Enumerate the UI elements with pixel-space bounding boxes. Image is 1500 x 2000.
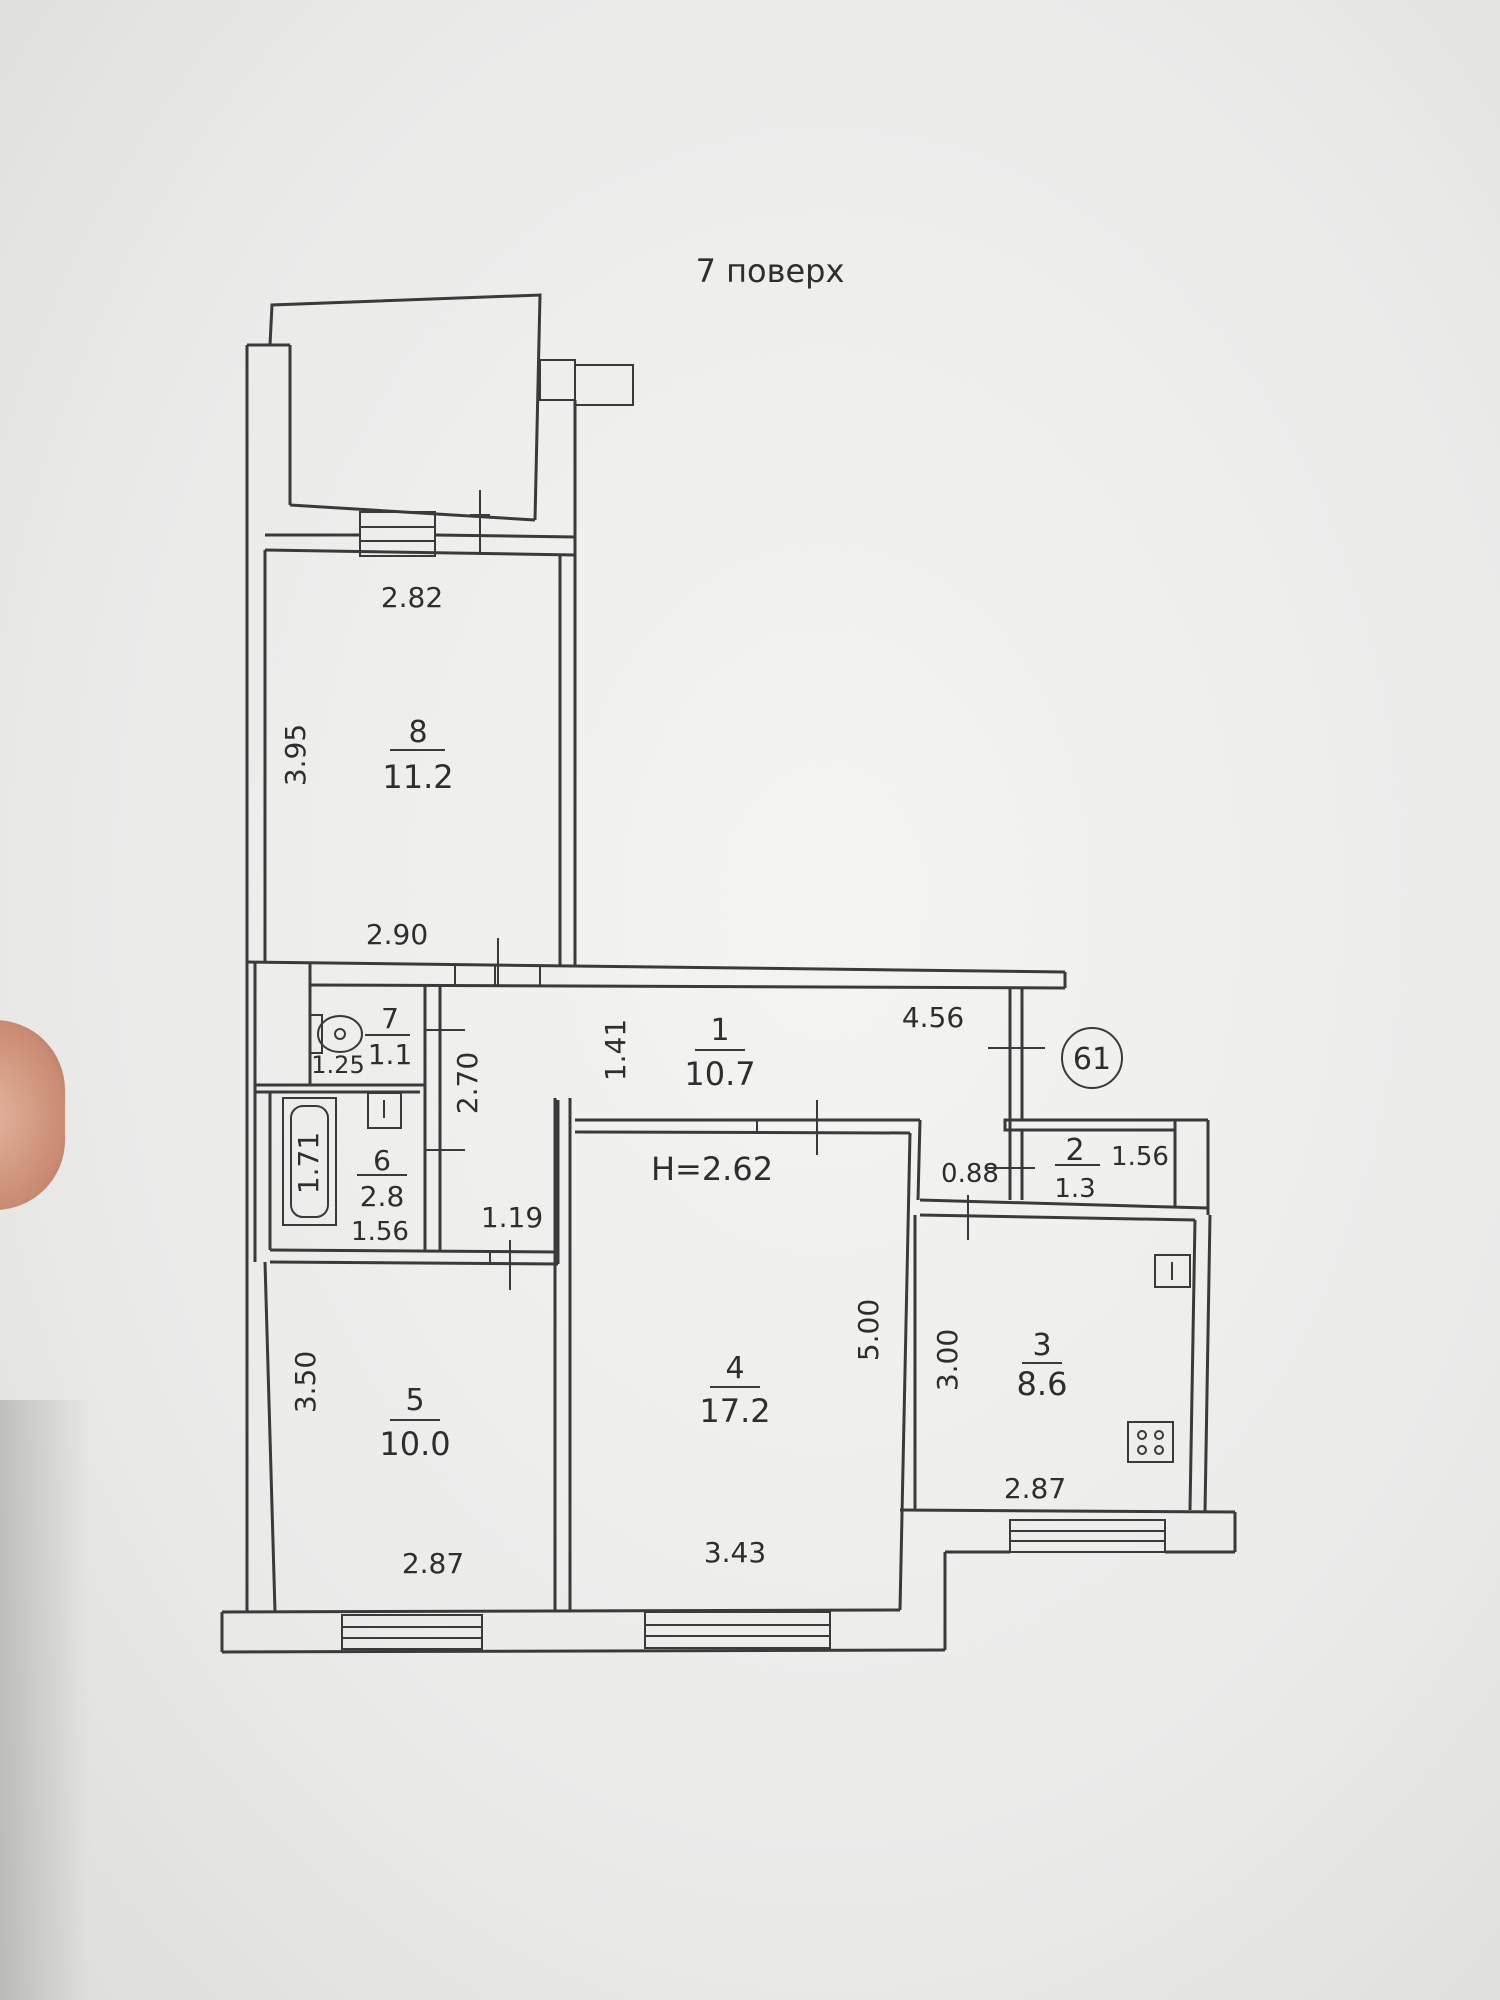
sink-icon <box>367 1092 402 1129</box>
svg-text:1.1: 1.1 <box>368 1038 413 1071</box>
page-shadow <box>0 1400 90 2000</box>
room-1-label: 1 10.7 <box>684 1013 755 1093</box>
svg-text:10.7: 10.7 <box>684 1055 755 1093</box>
dimension-labels: 2.82 3.95 2.90 4.56 1.41 1.71 2.70 1.25 … <box>279 581 1169 1580</box>
svg-text:2.87: 2.87 <box>1004 1472 1066 1505</box>
room-6-label: 6 2.8 <box>360 1144 405 1213</box>
svg-text:2: 2 <box>1065 1133 1084 1168</box>
stove-icon <box>1127 1421 1174 1463</box>
balcony <box>268 293 634 522</box>
svg-text:5.00: 5.00 <box>852 1299 885 1361</box>
ceiling-height: H=2.62 <box>651 1150 773 1188</box>
room-4-label: 4 17.2 <box>699 1351 770 1430</box>
svg-text:10.0: 10.0 <box>379 1425 450 1463</box>
svg-text:1.56: 1.56 <box>1111 1142 1169 1172</box>
apartment-number: 61 <box>1073 1042 1111 1077</box>
apartment-number-circle <box>1061 1027 1123 1089</box>
bathtub-icon <box>282 1097 337 1226</box>
room-8-label: 8 11.2 <box>382 715 453 796</box>
svg-text:2.87: 2.87 <box>402 1547 464 1580</box>
svg-text:6: 6 <box>373 1144 391 1177</box>
room-5-label: 5 10.0 <box>379 1383 450 1463</box>
room-3-label: 3 8.6 <box>1017 1328 1068 1403</box>
svg-text:2.82: 2.82 <box>381 581 443 614</box>
svg-text:4: 4 <box>725 1351 744 1386</box>
svg-text:3.00: 3.00 <box>931 1329 964 1391</box>
svg-text:1: 1 <box>710 1013 729 1048</box>
svg-text:1.71: 1.71 <box>292 1132 325 1194</box>
svg-text:8.6: 8.6 <box>1017 1365 1068 1403</box>
floor-title: 7 поверх <box>696 252 845 290</box>
svg-text:2.90: 2.90 <box>366 918 428 951</box>
room-2-label: 2 1.3 <box>1054 1133 1095 1204</box>
room-7-label: 7 1.1 <box>368 1002 413 1071</box>
svg-text:3: 3 <box>1032 1328 1051 1363</box>
svg-text:3.95: 3.95 <box>279 724 312 786</box>
svg-text:0.88: 0.88 <box>941 1159 999 1189</box>
toilet-icon <box>309 1014 363 1054</box>
svg-text:1.56: 1.56 <box>351 1217 409 1247</box>
svg-text:4.56: 4.56 <box>902 1001 964 1034</box>
svg-text:1.19: 1.19 <box>481 1201 543 1234</box>
svg-text:17.2: 17.2 <box>699 1392 770 1430</box>
svg-text:5: 5 <box>405 1383 424 1418</box>
kitchen-sink-icon <box>1154 1254 1191 1288</box>
svg-text:7: 7 <box>381 1002 399 1035</box>
svg-text:1.3: 1.3 <box>1054 1174 1095 1204</box>
svg-text:2.70: 2.70 <box>451 1052 484 1114</box>
outer-walls <box>220 343 1237 1654</box>
svg-text:2.8: 2.8 <box>360 1180 405 1213</box>
svg-text:1.41: 1.41 <box>599 1019 632 1081</box>
svg-text:1.25: 1.25 <box>311 1051 364 1079</box>
room-fraction-lines <box>357 749 1100 1421</box>
svg-text:3.50: 3.50 <box>289 1351 322 1413</box>
svg-text:8: 8 <box>408 715 427 750</box>
svg-text:11.2: 11.2 <box>382 758 453 796</box>
svg-text:3.43: 3.43 <box>704 1536 766 1569</box>
